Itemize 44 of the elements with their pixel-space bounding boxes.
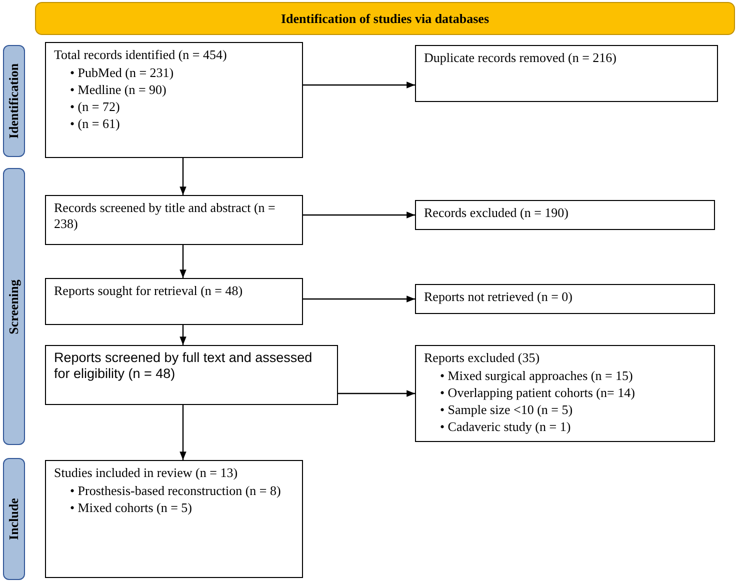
process-box: [45, 278, 303, 325]
stage-label: Screening: [6, 279, 22, 334]
process-box: [415, 345, 715, 442]
box-text: Records excluded (n = 190): [424, 205, 570, 221]
bullet-item: • Sample size <10 (n = 5): [440, 402, 573, 418]
arrow: [180, 158, 186, 195]
bullet-item: • (n = 72): [70, 99, 120, 115]
arrow: [180, 325, 186, 345]
stage-label: Include: [6, 498, 22, 540]
banner-title: Identification of studies via databases: [280, 10, 490, 26]
bullet-item: • Mixed cohorts (n = 5): [70, 500, 192, 516]
arrow: [180, 405, 186, 460]
arrow: [303, 212, 415, 218]
arrow: [338, 390, 415, 397]
stage-label: Identification: [6, 63, 22, 139]
arrow: [303, 296, 415, 302]
arrow: [180, 245, 186, 278]
bullet-item: • Mixed surgical approaches (n = 15): [440, 368, 633, 384]
process-box: [415, 45, 718, 102]
bullet-item: • (n = 61): [70, 116, 120, 132]
box-text: Total records identified (n = 454): [54, 47, 228, 63]
bullet-item: • Cadaveric study (n = 1): [440, 419, 571, 435]
process-box: [45, 345, 338, 405]
process-box: [415, 284, 715, 314]
box-text: Reports screened by full text and assessed for eligibility (n = 48): [54, 350, 314, 382]
stage-band: [3, 45, 25, 157]
stage-band: [3, 168, 25, 445]
bullet-item: • Overlapping patient cohorts (n= 14): [440, 385, 635, 401]
box-text: Reports sought for retrieval (n = 48): [54, 283, 244, 299]
process-box: [45, 195, 303, 245]
stage-band: [3, 458, 25, 580]
arrow: [303, 82, 415, 88]
box-text: Records screened by title and abstract (n = 238): [54, 200, 276, 232]
process-box: [45, 460, 303, 578]
process-box: [415, 200, 715, 230]
process-box: [45, 42, 303, 158]
box-text: Studies included in review (n = 13): [54, 465, 239, 481]
section-banner: [35, 2, 735, 35]
box-text: Reports excluded (35): [424, 350, 541, 366]
box-text: Reports not retrieved (n = 0): [424, 289, 574, 305]
bullet-item: • Medline (n = 90): [70, 82, 166, 98]
bullet-item: • Prosthesis-based reconstruction (n = 8): [70, 483, 281, 499]
bullet-item: • PubMed (n = 231): [70, 65, 174, 81]
box-text: Duplicate records removed (n = 216): [424, 50, 618, 66]
